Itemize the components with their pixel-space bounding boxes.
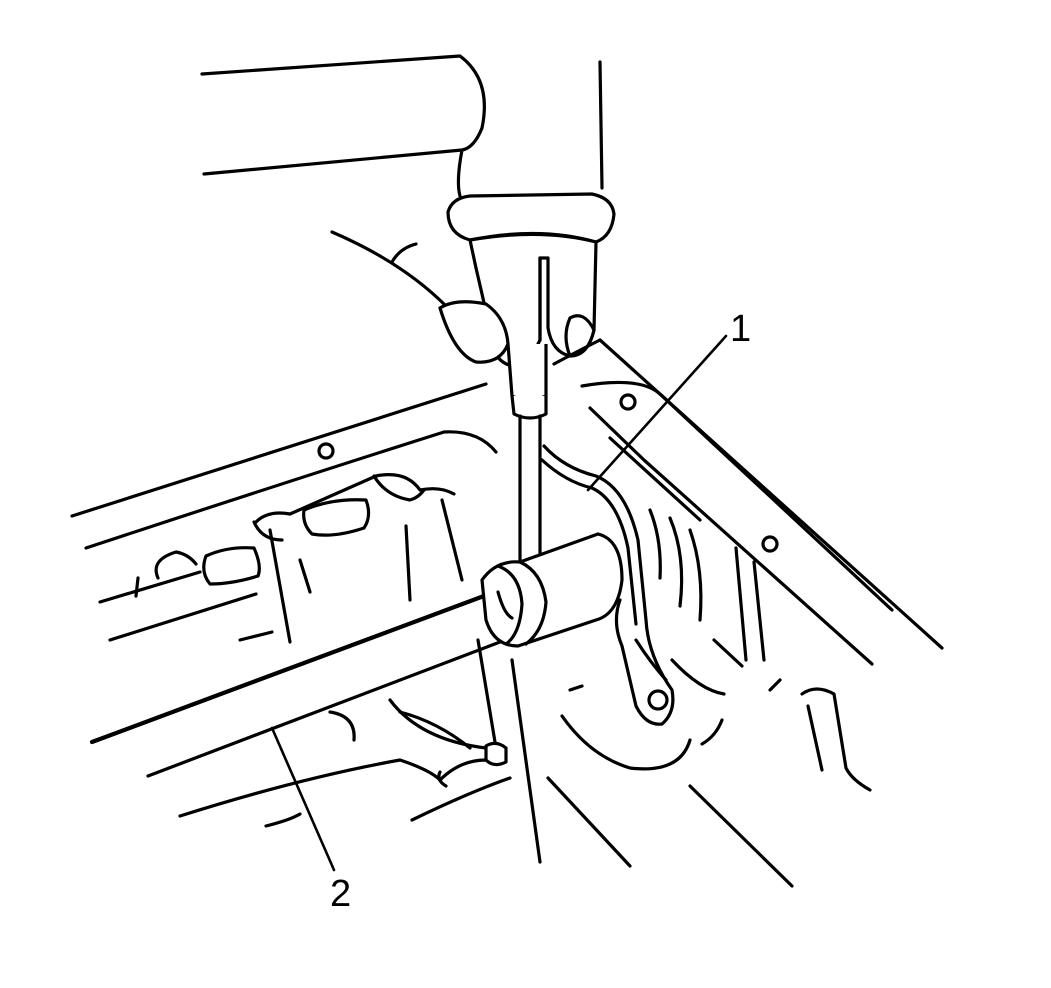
callout-1-label: 1 [730,308,751,350]
frame-ribs-right [648,508,872,792]
callout-1: 1 [586,308,751,492]
bushing-bracket [540,444,675,726]
tool-support-arm [200,54,486,198]
frame-hole [317,442,335,460]
lower-frame-details [178,638,794,888]
frame-rail-right [552,338,944,666]
callout-2-label: 2 [330,873,351,915]
frame-hole [619,393,637,411]
callout-2-leader [270,726,336,872]
stabilizer-bushing [480,532,624,648]
callout-1-leader [586,334,728,492]
frame-hole [761,535,779,553]
frame-crossmember-left [70,382,498,644]
stabilizer-bar [89,587,503,778]
tool-ram-edge [598,60,604,190]
driver-punch [506,343,548,566]
callout-2: 2 [270,726,351,915]
